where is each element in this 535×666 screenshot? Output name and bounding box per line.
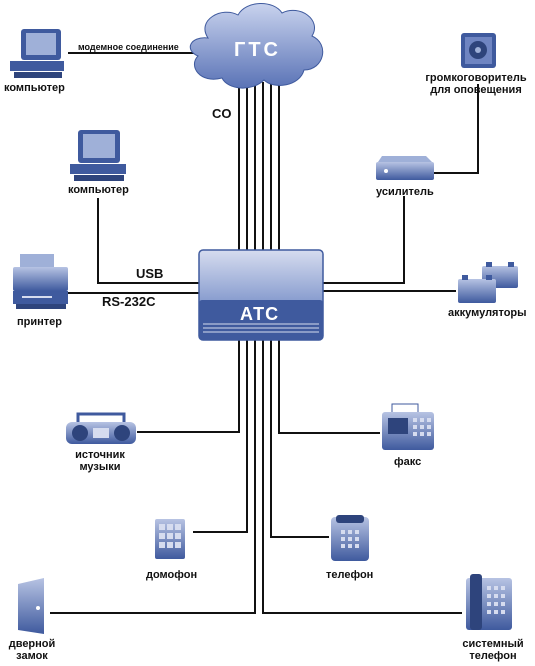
computer-top-label: компьютер (4, 82, 65, 94)
connections (50, 52, 479, 614)
door-lock-icon (18, 578, 44, 634)
music-source-icon (66, 412, 136, 444)
modem-link-label: модемное соединение (78, 42, 179, 52)
amplifier-label: усилитель (376, 186, 434, 198)
batteries-label: аккумуляторы (448, 307, 527, 319)
speaker-icon (461, 33, 496, 68)
gts-cloud (189, 3, 324, 89)
computer-mid-icon (70, 130, 126, 181)
fax-label: факс (394, 456, 422, 468)
usb-link-label: USB (136, 266, 164, 281)
printer-icon (13, 254, 68, 309)
co-link-label: CO (212, 106, 232, 121)
door-lock-label: дверной замок (8, 638, 56, 662)
printer-label: принтер (17, 316, 62, 328)
music-source-label: источник музыки (75, 449, 125, 473)
ats-label: АТС (240, 304, 280, 324)
system-phone-label: системный телефон (462, 638, 524, 662)
phone-label: телефон (326, 569, 374, 581)
computer-top-icon (10, 29, 64, 78)
computer-mid-label: компьютер (68, 184, 129, 196)
speaker-label: громкоговоритель для оповещения (425, 72, 527, 96)
phone-icon (331, 515, 369, 561)
rs232-link-label: RS-232C (102, 294, 156, 309)
batteries-icon (458, 262, 518, 303)
system-phone-icon (466, 574, 512, 630)
intercom-label: домофон (146, 569, 198, 581)
amplifier-icon (376, 156, 434, 180)
fax-icon (382, 403, 434, 450)
intercom-icon (155, 519, 185, 559)
ats-box (198, 249, 324, 341)
gts-label: ГТС (234, 39, 281, 61)
